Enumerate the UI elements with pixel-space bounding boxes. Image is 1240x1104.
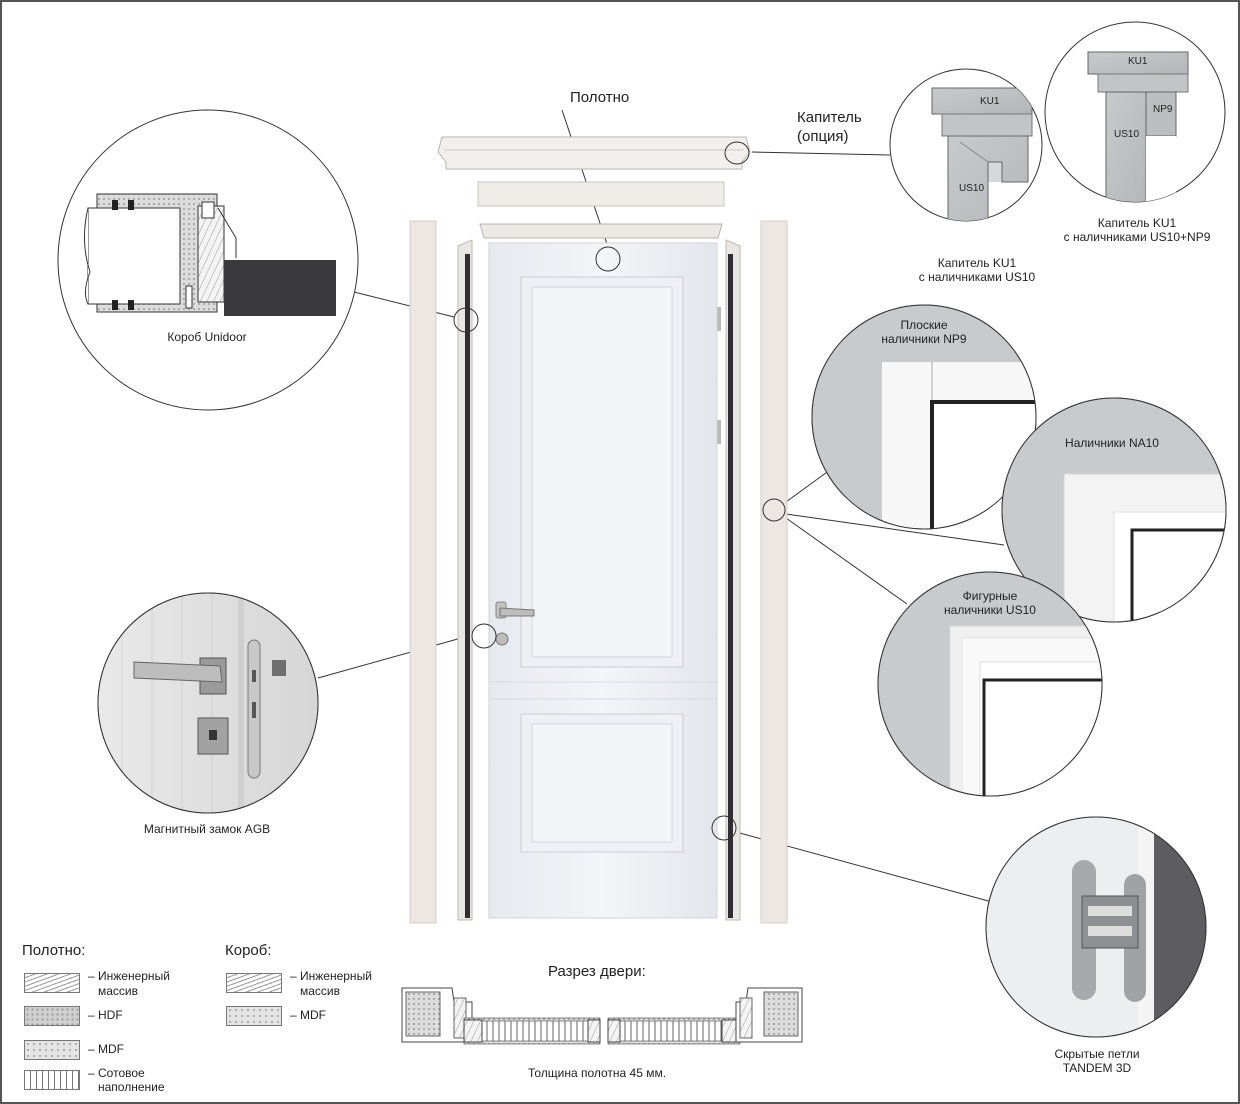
polotno-label: Полотно [570,89,630,106]
kapitel-np9-detail [1044,21,1226,203]
hinges-label-2: TANDEM 3D [1062,1061,1132,1075]
korob-detail [57,109,359,411]
thickness-label: Толщина полотна 45 мм. [527,1066,667,1080]
na10-label: Наличники NA10 [1065,436,1159,450]
us10-label-1: Фигурные [962,589,1018,603]
legend-text: – Инженерный [290,969,372,983]
kapitel-label: Капитель [797,109,862,126]
swatch-hdf [24,1006,80,1026]
hinges-label-1: Скрытые петли [1054,1047,1140,1061]
swatch-mdf [226,1006,282,1026]
kapitel-us10-label-2: с наличниками US10 [918,270,1036,284]
legend-text: наполнение [98,1080,165,1094]
us10-label-2: наличники US10 [944,603,1036,617]
hinge-detail [985,816,1207,1038]
legend-text: массив [300,984,341,998]
swatch-honeycomb [24,1070,80,1090]
swatch-wood [24,973,80,993]
code-ku1-a: KU1 [980,96,1000,107]
door-leaf [453,242,786,919]
code-np9-b: NP9 [1153,104,1173,115]
korob-label: Короб Unidoor [167,330,247,344]
swatch-wood [226,973,282,993]
legend-polotno-title: Полотно: [22,942,86,959]
np9-detail [811,304,1037,530]
lock-detail [97,592,319,814]
casings [409,220,788,924]
legend-text: – Сотовое [88,1066,145,1080]
legend-text: – HDF [88,1008,123,1022]
legend-korob-title: Короб: [225,942,272,959]
legend-text: – Инженерный [88,969,170,983]
code-us10-b: US10 [1114,129,1140,140]
np9-label-2: наличники NP9 [881,332,967,346]
section-title: Разрез двери: [548,963,646,980]
capital-top [437,136,751,239]
code-ku1-b: KU1 [1128,56,1148,67]
legend-text: массив [98,984,139,998]
kapitel-np9-label-2: с наличниками US10+NP9 [1063,230,1211,244]
np9-label-1: Плоские [900,318,948,332]
code-us10-a: US10 [959,183,985,194]
leader-lines [317,109,1005,903]
legend-text: – MDF [88,1042,124,1056]
legend-text: – MDF [290,1008,326,1022]
kapitel-option-label: (опция) [797,128,849,145]
kapitel-np9-label-1: Капитель KU1 [1097,216,1177,230]
lock-label: Магнитный замок AGB [143,822,271,836]
swatch-mdf [24,1040,80,1060]
kapitel-us10-label-1: Капитель KU1 [937,256,1017,270]
door-section [401,987,803,1045]
kapitel-us10-detail [889,68,1043,222]
